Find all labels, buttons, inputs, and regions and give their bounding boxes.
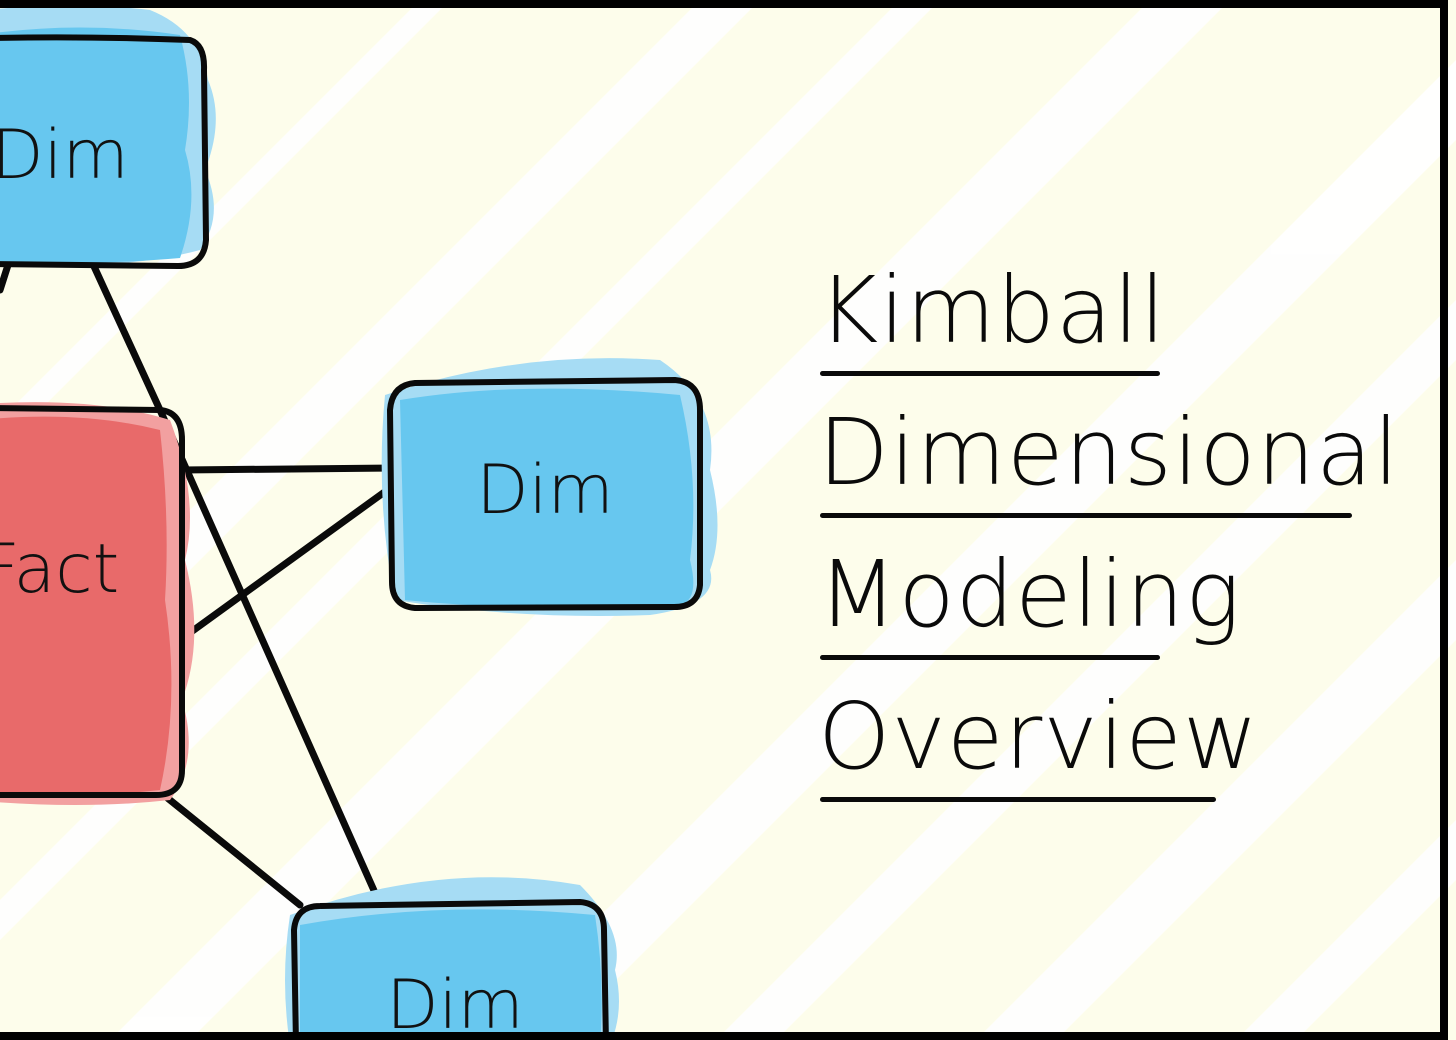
fact-label: Fact <box>0 530 119 609</box>
line-fact-to-middim-lower <box>176 484 394 644</box>
line-fact-to-middim-upper <box>178 464 396 474</box>
title-underline-1 <box>820 371 1160 376</box>
title-text-4: Overview <box>818 683 1260 790</box>
title-line-4: Overview <box>818 666 1438 808</box>
title-underline-4 <box>820 797 1216 802</box>
title-text-3: Modeling <box>818 541 1242 648</box>
dim-node-bottom[interactable]: Dim <box>285 877 619 1040</box>
dim-node-top[interactable]: Dim <box>0 5 216 269</box>
line-fact-to-bottomdim <box>156 788 304 909</box>
title-line-3: Modeling <box>818 524 1438 666</box>
dim-label-bottom: Dim <box>386 966 524 1040</box>
title-text-1: Kimball <box>818 257 1167 364</box>
title-line-1: Kimball <box>818 240 1438 382</box>
title-block: Kimball Dimensional Modeling Overview <box>818 240 1438 808</box>
title-underline-2 <box>820 513 1352 518</box>
fact-node[interactable]: Fact <box>0 402 195 805</box>
title-text-2: Dimensional <box>818 399 1400 506</box>
dim-node-middle[interactable]: Dim <box>381 358 718 616</box>
dim-label-top: Dim <box>0 116 129 195</box>
title-underline-3 <box>820 655 1160 660</box>
title-line-2: Dimensional <box>818 382 1438 524</box>
line-topdim-left-stub <box>0 261 12 294</box>
dim-label-middle: Dim <box>476 451 614 530</box>
